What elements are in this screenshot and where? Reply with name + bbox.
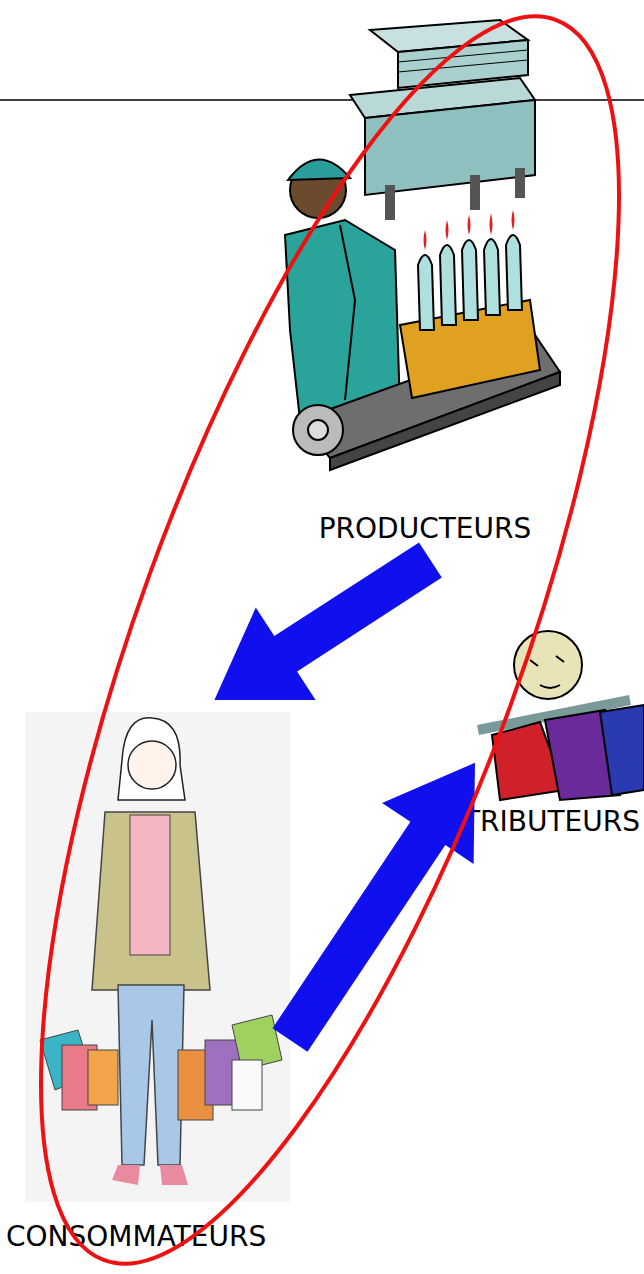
arrow-shape (214, 542, 441, 700)
consumer-illustration (25, 712, 290, 1202)
flow-arrow (273, 763, 476, 1052)
actor-node: PRODUCTEURS (290, 20, 560, 560)
actor-label: PRODUCTEURS (290, 512, 560, 546)
actor-node: DISTRIBUTEURS (475, 625, 644, 770)
flow-arrow (214, 542, 441, 700)
distributor-illustration (478, 631, 644, 800)
producer-illustration (285, 20, 560, 470)
arrow-shape (273, 763, 476, 1052)
header-rule (0, 99, 644, 101)
actor-node: CONSOMMATEURS (20, 700, 290, 1200)
actor-label: CONSOMMATEURS (6, 1220, 266, 1254)
